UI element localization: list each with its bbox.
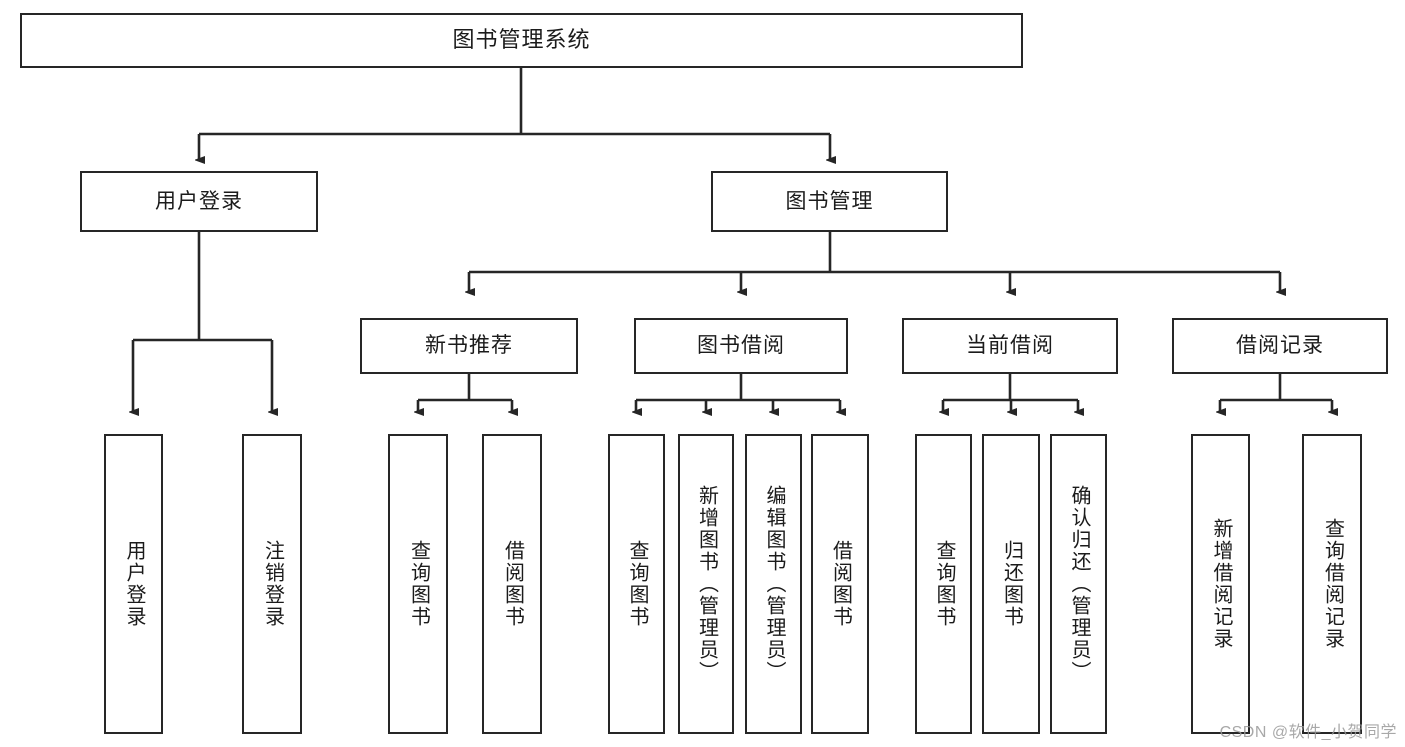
node-label: 图书借阅 [697, 334, 785, 358]
leaf-label: 归还图书 [1000, 540, 1023, 628]
leaf-borrow-record-add-record[interactable]: 新增借阅记录 [1191, 434, 1250, 734]
leaf-label: 借阅图书 [829, 540, 852, 628]
leaf-label: 查询借阅记录 [1321, 518, 1344, 650]
leaf-label: 查询图书 [626, 540, 648, 628]
node-label: 新书推荐 [425, 334, 513, 358]
node-label: 图书管理 [785, 189, 874, 213]
leaf-label: 编辑图书（管理员） [763, 485, 785, 683]
node-label: 借阅记录 [1236, 334, 1324, 358]
leaf-user-login-logout[interactable]: 注销登录 [242, 434, 302, 734]
node-root-book-management-system[interactable]: 图书管理系统 [20, 13, 1023, 68]
node-label: 当前借阅 [966, 334, 1054, 358]
leaf-current-borrow-return-book[interactable]: 归还图书 [982, 434, 1040, 734]
node-book-management[interactable]: 图书管理 [711, 171, 948, 232]
node-book-borrow[interactable]: 图书借阅 [634, 318, 848, 374]
node-new-book-recommend[interactable]: 新书推荐 [360, 318, 578, 374]
leaf-new-book-borrow-book[interactable]: 借阅图书 [482, 434, 542, 734]
node-current-borrow[interactable]: 当前借阅 [902, 318, 1118, 374]
leaf-label: 新增借阅记录 [1210, 518, 1232, 650]
leaf-label: 确认归还（管理员） [1068, 485, 1090, 683]
leaf-book-borrow-add-book-admin[interactable]: 新增图书（管理员） [678, 434, 734, 734]
leaf-label: 新增图书（管理员） [695, 485, 718, 683]
watermark: CSDN @软件_小贺同学 [1219, 724, 1397, 741]
node-label: 用户登录 [155, 189, 243, 213]
leaf-book-borrow-borrow-book[interactable]: 借阅图书 [811, 434, 869, 734]
node-label: 图书管理系统 [452, 27, 591, 53]
leaf-label: 借阅图书 [501, 540, 524, 628]
leaf-label: 注销登录 [261, 540, 284, 628]
leaf-borrow-record-query-record[interactable]: 查询借阅记录 [1302, 434, 1362, 734]
leaf-new-book-query-book[interactable]: 查询图书 [388, 434, 448, 734]
leaf-label: 查询图书 [407, 540, 430, 628]
leaf-label: 查询图书 [933, 540, 955, 628]
leaf-book-borrow-query-book[interactable]: 查询图书 [608, 434, 665, 734]
node-user-login[interactable]: 用户登录 [80, 171, 318, 232]
leaf-book-borrow-edit-book-admin[interactable]: 编辑图书（管理员） [745, 434, 802, 734]
leaf-current-borrow-confirm-return-admin[interactable]: 确认归还（管理员） [1050, 434, 1107, 734]
node-borrow-record[interactable]: 借阅记录 [1172, 318, 1388, 374]
leaf-user-login-login[interactable]: 用户登录 [104, 434, 163, 734]
leaf-current-borrow-query-book[interactable]: 查询图书 [915, 434, 972, 734]
leaf-label: 用户登录 [123, 540, 145, 628]
